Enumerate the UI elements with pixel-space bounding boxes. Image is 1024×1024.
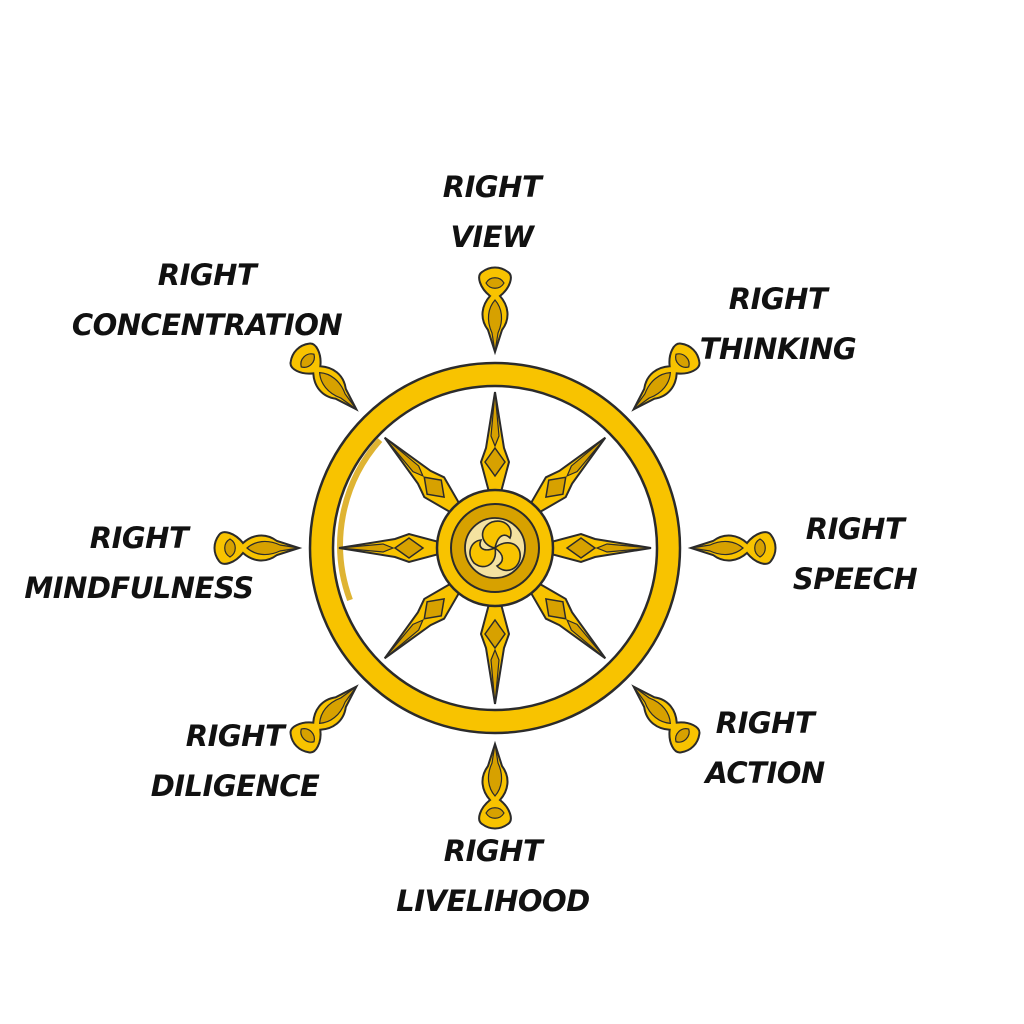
label-right-mindfulness: RIGHT MINDFULNESS	[24, 513, 254, 613]
label-line: RIGHT	[715, 706, 815, 740]
label-right-concentration: RIGHT CONCENTRATION	[71, 250, 343, 350]
label-line: RIGHT	[157, 258, 257, 292]
label-line: RIGHT	[89, 521, 189, 555]
label-right-action: RIGHT ACTION	[705, 698, 825, 798]
label-right-livelihood: RIGHT LIVELIHOOD	[396, 826, 590, 926]
label-line: RIGHT	[805, 512, 905, 546]
label-line: MINDFULNESS	[24, 571, 254, 605]
label-right-speech: RIGHT SPEECH	[792, 504, 918, 604]
label-right-thinking: RIGHT THINKING	[699, 274, 857, 374]
label-line: RIGHT	[728, 282, 828, 316]
label-line: LIVELIHOOD	[396, 884, 590, 918]
label-line: THINKING	[699, 332, 857, 366]
label-line: SPEECH	[792, 562, 918, 596]
label-right-diligence: RIGHT DILIGENCE	[151, 711, 320, 811]
label-line: VIEW	[450, 220, 534, 254]
label-line: RIGHT	[185, 719, 285, 753]
label-line: RIGHT	[443, 834, 543, 868]
label-line: DILIGENCE	[150, 769, 320, 803]
label-right-view: RIGHT VIEW	[442, 162, 542, 262]
label-line: CONCENTRATION	[71, 308, 343, 342]
label-line: ACTION	[705, 756, 825, 790]
label-line: RIGHT	[442, 170, 542, 204]
gankyil-icon	[469, 520, 521, 572]
